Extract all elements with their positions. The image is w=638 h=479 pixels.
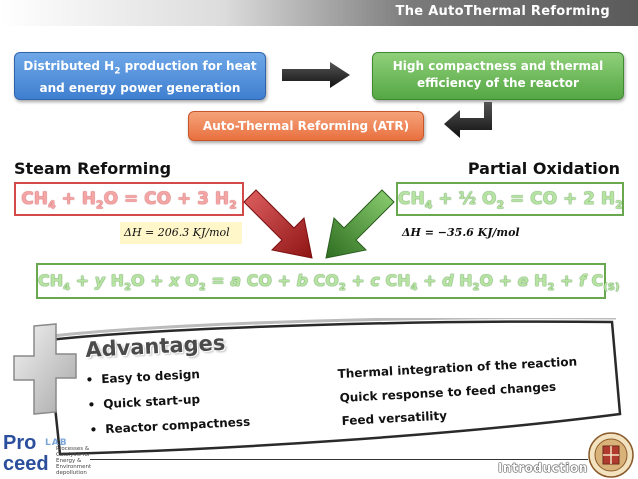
geq-p4: O + [131, 271, 170, 290]
logo-lab: LAB [45, 438, 68, 448]
geq-s6: 2 [472, 282, 480, 294]
atr-box: Auto-Thermal Reforming (ATR) [188, 111, 424, 141]
blue-box-line1-pre: Distributed H [23, 59, 115, 73]
geq-p16: C [585, 271, 604, 290]
slide-title: The AutoThermal Reforming [395, 4, 610, 19]
return-arrow-icon [444, 102, 492, 138]
partial-eq-b: + ½ O [432, 189, 497, 209]
geq-p8: CO [307, 271, 339, 290]
distributed-h2-box: Distributed H2 production for heat and e… [14, 52, 266, 100]
geq-s3: 2 [198, 282, 206, 294]
geq-x: x [169, 271, 180, 290]
compactness-box: High compactness and thermal efficiency … [372, 52, 624, 100]
geq-s8: (S) [603, 282, 620, 294]
partial-eq-b-sub: 2 [496, 198, 505, 212]
partial-enthalpy: ΔH = −35.6 KJ/mol [402, 226, 520, 239]
partial-oxidation-equation: CH4 + ½ O2 = CO + 2 H2 [396, 182, 624, 216]
blue-box-line1-post: production for heat [120, 59, 257, 73]
steam-eq-a: CH [21, 189, 48, 209]
geq-s1: 4 [63, 282, 71, 294]
geq-c: c [370, 271, 380, 290]
geq-y: y [94, 271, 106, 290]
geq-s2: 2 [124, 282, 132, 294]
green-box-line2: efficiency of the reactor [417, 76, 579, 90]
steam-eq-c-sub: 2 [229, 198, 237, 212]
red-down-arrow-icon [243, 189, 313, 259]
geq-p3: H [105, 271, 125, 290]
geq-b: b [296, 271, 308, 290]
right-arrow-icon [282, 62, 350, 88]
geq-p2: + [70, 271, 95, 290]
geq-s7: 2 [547, 282, 555, 294]
partial-oxidation-label: Partial Oxidation [467, 159, 620, 178]
geq-e: e [517, 271, 529, 290]
logo-pro: Pro [3, 432, 37, 454]
title-bar [0, 0, 638, 26]
geq-f: f [578, 271, 586, 290]
geq-p6: = [205, 271, 231, 290]
logo-ceed: ceed [3, 453, 49, 475]
green-box-line1: High compactness and thermal [392, 59, 604, 73]
geq-p15: + [554, 271, 579, 290]
geq-s5: 4 [410, 282, 418, 294]
steam-eq-a-sub: 4 [47, 198, 56, 212]
steam-enthalpy: ΔH = 206.3 KJ/mol [120, 222, 242, 244]
steam-reforming-equation: CH4 + H2O = CO + 3 H2 [14, 182, 244, 216]
geq-p12: H [453, 271, 473, 290]
geq-p11: + [417, 271, 443, 290]
geq-d: d [442, 271, 454, 290]
geq-a: a [230, 271, 241, 290]
steam-eq-b-sub: 2 [95, 198, 104, 212]
partial-eq-a: CH [398, 189, 425, 209]
steam-reforming-label: Steam Reforming [14, 159, 172, 178]
green-down-arrow-icon [325, 189, 395, 259]
partial-eq-c: = CO + 2 H [504, 189, 616, 209]
global-atr-equation: CH4 + y H2O + x O2 = a CO + b CO2 + c CH… [36, 263, 620, 299]
blue-box-line1-sub: 2 [114, 66, 121, 77]
steam-eq-b: + H [55, 189, 96, 209]
university-seal-icon [588, 432, 634, 478]
steam-eq-c: O = CO + 3 H [103, 189, 230, 209]
section-footer: Introduction [498, 461, 588, 475]
geq-p13: O + [479, 271, 518, 290]
geq-p5: O [179, 271, 199, 290]
blue-box-line2: and energy power generation [39, 81, 241, 96]
geq-p9: + [345, 271, 371, 290]
geq-p7: CO + [241, 271, 297, 290]
geq-p1: CH [38, 271, 64, 290]
logo-subtitle: Processes & Catalysis for Energy & Envir… [56, 446, 92, 476]
geq-s4: 2 [338, 282, 346, 294]
geq-p14: H [528, 271, 548, 290]
geq-p10: CH [379, 271, 411, 290]
plus-icon [13, 323, 77, 415]
partial-eq-a-sub: 4 [424, 198, 433, 212]
footer-divider [90, 459, 588, 460]
partial-eq-c-sub: 2 [615, 198, 623, 212]
